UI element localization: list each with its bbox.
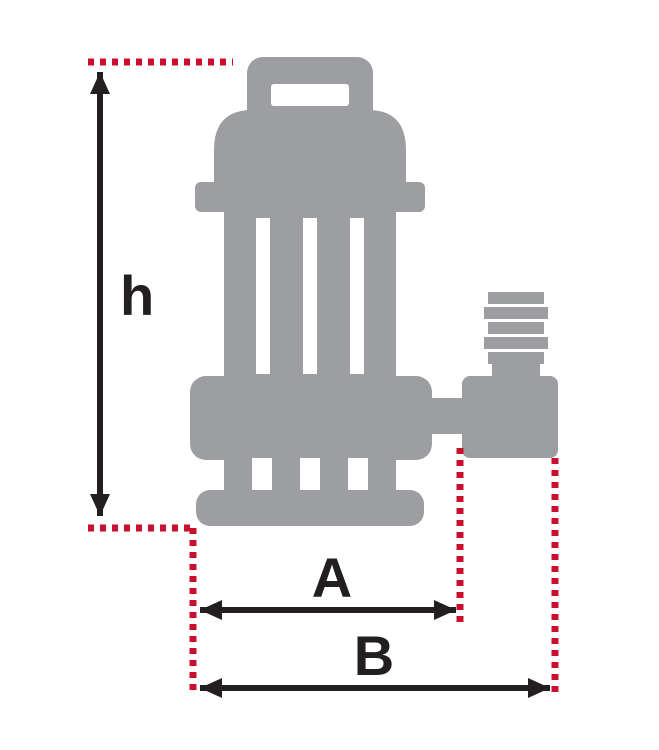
motor-vent-slot [256, 218, 270, 374]
a-dimension-label: A [312, 546, 352, 609]
strainer-slot [348, 458, 368, 492]
pump-silhouette [190, 57, 558, 526]
barb-ridge [488, 322, 544, 334]
motor-flange [195, 182, 425, 212]
outlet-body [462, 376, 558, 458]
barb-neck [492, 364, 540, 380]
dimension-a: A [200, 546, 456, 620]
motor-vent-slot [350, 218, 364, 374]
motor-cap [214, 110, 406, 190]
strainer-slot [300, 458, 320, 492]
motor-vent-slot [303, 218, 317, 374]
barb-ridge [488, 352, 544, 364]
barb-ridge [488, 292, 544, 304]
barb-ridge [484, 307, 548, 319]
barb-ridge [484, 337, 548, 349]
h-dimension-label: h [120, 264, 154, 327]
b-dimension-label: B [354, 624, 394, 687]
hose-barb [484, 292, 548, 380]
dimension-h: h [90, 72, 154, 516]
pump-housing [190, 376, 432, 460]
extension-lines [88, 58, 559, 698]
strainer-slot [252, 458, 272, 492]
pump-handle-hole [271, 84, 349, 106]
dimension-b: B [200, 624, 550, 698]
base-plate [196, 490, 424, 526]
